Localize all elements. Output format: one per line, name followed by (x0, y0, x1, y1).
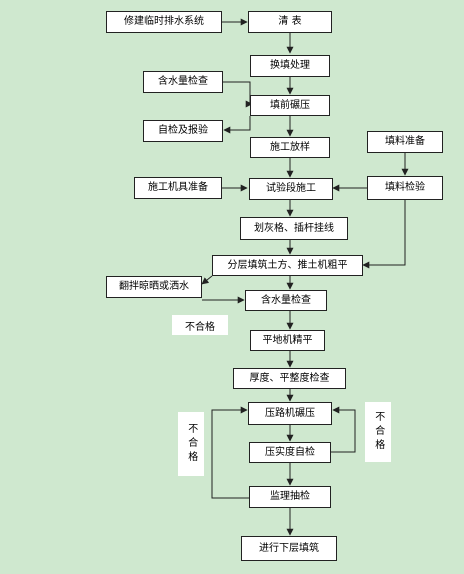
arrow-moisture1 (223, 81, 251, 104)
node-next-layer: 进行下层填筑 (241, 536, 337, 561)
node-clear: 清 表 (248, 11, 332, 33)
node-roller: 压路机碾压 (248, 402, 332, 425)
node-moisture-check-1: 含水量检查 (143, 71, 223, 93)
node-compaction-check: 压实度自检 (249, 442, 331, 463)
node-material-test: 填料检验 (367, 176, 443, 200)
node-grader: 平地机精平 (250, 330, 325, 351)
arrow-layer-drywater (201, 275, 213, 285)
arrow-supervision-fail-loop (211, 406, 249, 499)
node-pre-compact: 填前碾压 (250, 95, 330, 116)
node-moisture-check-2: 含水量检查 (245, 290, 327, 311)
node-drainage: 修建临时排水系统 (106, 11, 222, 33)
node-thickness-check: 厚度、平整度检查 (233, 368, 346, 389)
label-fail-left-text: 不合格 (185, 423, 197, 465)
node-lime-grid: 划灰格、插杆挂线 (240, 217, 348, 240)
label-fail-horizontal: 不合格 (172, 315, 228, 335)
arrow-selfcheck (223, 116, 251, 134)
node-test-section: 试验段施工 (249, 178, 333, 200)
node-replace: 换填处理 (250, 55, 330, 77)
node-machine-prep: 施工机具准备 (134, 177, 222, 199)
node-material-prep: 填料准备 (367, 131, 443, 153)
arrow-compaction-fail-loop (331, 406, 356, 453)
node-layer-fill: 分层填筑土方、推土机粗平 (212, 255, 363, 276)
label-fail-right: 不合格 (365, 402, 391, 462)
node-layout: 施工放样 (250, 137, 330, 158)
label-fail-left: 不合格 (178, 412, 204, 476)
node-dry-water: 翻拌晾晒或洒水 (106, 276, 202, 298)
label-fail-right-text: 不合格 (372, 411, 384, 453)
node-supervision: 监理抽检 (249, 486, 331, 508)
node-self-check: 自检及报验 (143, 120, 223, 142)
arrow-material-test-layer (362, 200, 406, 269)
